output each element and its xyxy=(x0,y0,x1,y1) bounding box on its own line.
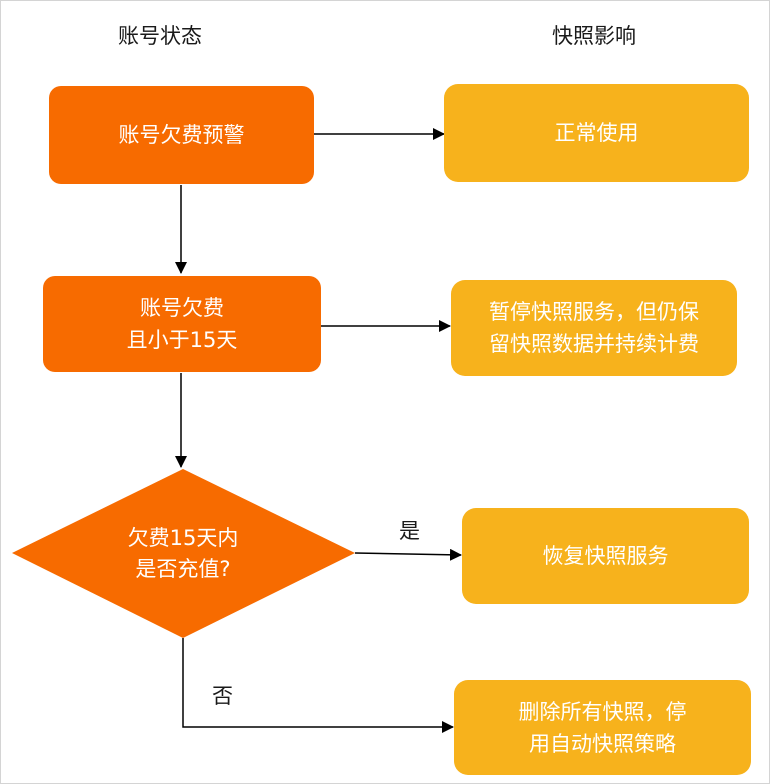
node-arrears-warning: 账号欠费预警 xyxy=(49,86,314,184)
header-account-status: 账号状态 xyxy=(118,24,202,48)
node-arrears-under-15-days: 账号欠费 且小于15天 xyxy=(43,276,321,372)
node-delete-snapshots-label: 删除所有快照，停 用自动快照策略 xyxy=(518,699,687,756)
header-snapshot-impact: 快照影响 xyxy=(552,24,636,48)
node-restore-snapshot: 恢复快照服务 xyxy=(462,508,749,604)
arrow-decision-to-delete xyxy=(182,638,454,733)
edge-label-no: 否 xyxy=(212,684,233,708)
node-pause-snapshot: 暂停快照服务，但仍保 留快照数据并持续计费 xyxy=(451,280,737,376)
node-normal-use: 正常使用 xyxy=(444,84,749,182)
node-normal-use-label: 正常使用 xyxy=(554,121,639,145)
node-arrears-warning-label: 账号欠费预警 xyxy=(118,123,245,147)
node-pause-snapshot-label: 暂停快照服务，但仍保 留快照数据并持续计费 xyxy=(489,300,699,356)
node-delete-snapshots: 删除所有快照，停 用自动快照策略 xyxy=(454,680,751,775)
edge-label-yes: 是 xyxy=(399,519,420,543)
node-restore-snapshot-label: 恢复快照服务 xyxy=(542,544,669,568)
decision-diamond xyxy=(12,469,355,638)
node-arrears-under-15-days-label: 账号欠费 且小于15天 xyxy=(126,296,238,352)
decision-label: 欠费15天内 是否充值? xyxy=(127,526,239,581)
arrow-decision-to-restore xyxy=(354,548,462,561)
